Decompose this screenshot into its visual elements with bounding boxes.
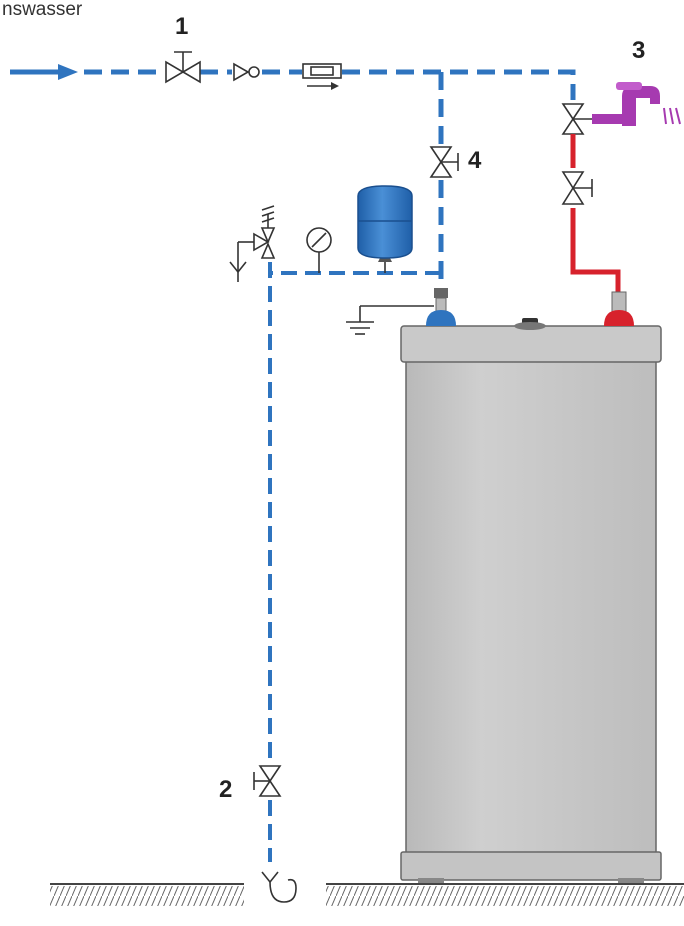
cold-water-main-pipe — [84, 69, 576, 100]
valve-4-label: 4 — [468, 147, 482, 174]
faucet-icon — [592, 82, 681, 126]
expansion-vessel-icon — [357, 185, 413, 273]
safety-valve-icon — [229, 205, 276, 282]
water-heater-tank — [400, 325, 662, 883]
tank-hot-outlet-fitting — [604, 291, 634, 326]
cold-water-inlet-arrow — [10, 64, 78, 80]
tank-top-thermostat — [514, 318, 546, 330]
tank-cold-inlet-fitting — [426, 288, 456, 326]
floor-right — [326, 883, 684, 906]
drain-siphon-icon — [261, 871, 297, 903]
hot-water-valve-icon — [561, 171, 593, 205]
pressure-gauge-icon — [306, 227, 332, 273]
floor-left — [50, 883, 244, 906]
valve-2-label: 2 — [219, 776, 232, 803]
check-valve-icon — [233, 62, 260, 82]
ground-symbol-icon — [346, 305, 434, 335]
valve-1-label: 1 — [175, 13, 188, 40]
shutoff-valve-1-icon — [165, 51, 201, 84]
shutoff-valve-4-icon — [429, 146, 459, 178]
diagram-caption: nswasser — [2, 0, 83, 20]
drain-valve-2-icon — [253, 765, 282, 797]
faucet-valve-icon — [561, 103, 592, 135]
filter-icon — [302, 63, 342, 90]
tap-3-label: 3 — [632, 37, 645, 64]
hot-water-pipe — [570, 134, 621, 292]
